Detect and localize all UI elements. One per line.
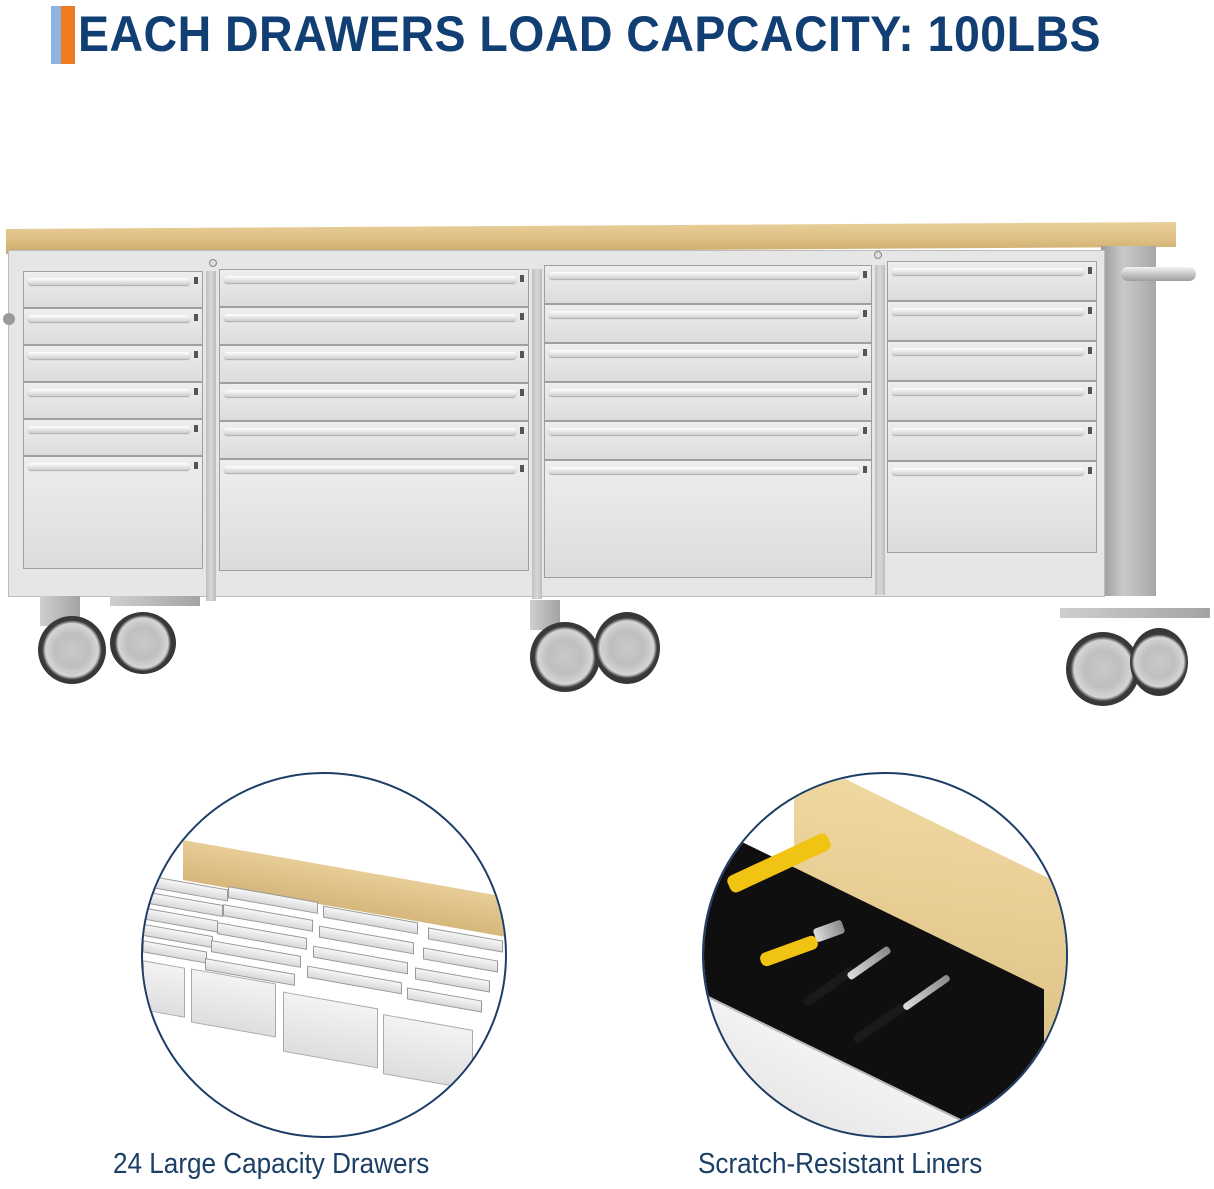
- drawer[interactable]: [23, 345, 203, 382]
- caster-brake: [110, 596, 200, 606]
- caster-wheel-icon: [38, 616, 106, 684]
- mini-drawer: [383, 1014, 473, 1090]
- drawer[interactable]: [219, 345, 529, 383]
- drawer[interactable]: [23, 382, 203, 419]
- feature-image-open-drawers: [141, 772, 507, 1138]
- mini-drawer: [423, 947, 498, 973]
- caster-wheel-icon: [1130, 628, 1188, 696]
- drawer[interactable]: [887, 381, 1097, 421]
- drawer[interactable]: [219, 459, 529, 571]
- drawer[interactable]: [219, 421, 529, 459]
- accent-bar-orange: [61, 6, 75, 64]
- column-divider: [875, 265, 885, 595]
- drawer[interactable]: [544, 265, 872, 304]
- lock-icon: [209, 259, 217, 267]
- mini-drawer: [415, 967, 490, 993]
- left-handle-icon: [3, 313, 15, 325]
- drawer[interactable]: [887, 461, 1097, 553]
- drawer[interactable]: [219, 383, 529, 421]
- drawer[interactable]: [544, 382, 872, 421]
- caster-brake: [1060, 608, 1210, 618]
- caster-wheel-icon: [594, 612, 660, 684]
- header-banner: EACH DRAWERS LOAD CAPCACITY: 100LBS: [0, 0, 1214, 70]
- caster-wheel-icon: [110, 612, 176, 674]
- drawer[interactable]: [887, 261, 1097, 301]
- drawer[interactable]: [23, 456, 203, 569]
- column-divider: [206, 271, 216, 601]
- feature-image-drawer-liner: [702, 772, 1068, 1138]
- mini-drawer: [283, 991, 378, 1069]
- drawer[interactable]: [23, 308, 203, 345]
- feature-caption-drawers: 24 Large Capacity Drawers: [113, 1148, 430, 1180]
- drawer[interactable]: [887, 301, 1097, 341]
- page-title: EACH DRAWERS LOAD CAPCACITY: 100LBS: [78, 6, 1101, 62]
- drawer[interactable]: [887, 341, 1097, 381]
- accent-bar-blue: [51, 6, 61, 64]
- drawer[interactable]: [219, 307, 529, 345]
- column-divider: [532, 269, 542, 599]
- side-handle-icon: [1121, 267, 1196, 281]
- drawer[interactable]: [887, 421, 1097, 461]
- cabinet-frame: [3, 250, 1105, 601]
- drawer[interactable]: [544, 343, 872, 382]
- drawer[interactable]: [23, 419, 203, 456]
- caster-wheel-icon: [530, 622, 600, 692]
- mini-drawer: [143, 960, 185, 1018]
- lock-icon: [874, 251, 882, 259]
- drawer[interactable]: [544, 421, 872, 460]
- drawer[interactable]: [23, 271, 203, 308]
- side-panel: [1101, 246, 1156, 596]
- workbench-image: [3, 222, 1196, 622]
- drawer[interactable]: [219, 269, 529, 307]
- drawer[interactable]: [544, 304, 872, 343]
- mini-drawer: [407, 987, 482, 1013]
- caster-wheel-icon: [1066, 632, 1140, 706]
- feature-caption-liners: Scratch-Resistant Liners: [698, 1148, 983, 1180]
- drawer[interactable]: [544, 460, 872, 578]
